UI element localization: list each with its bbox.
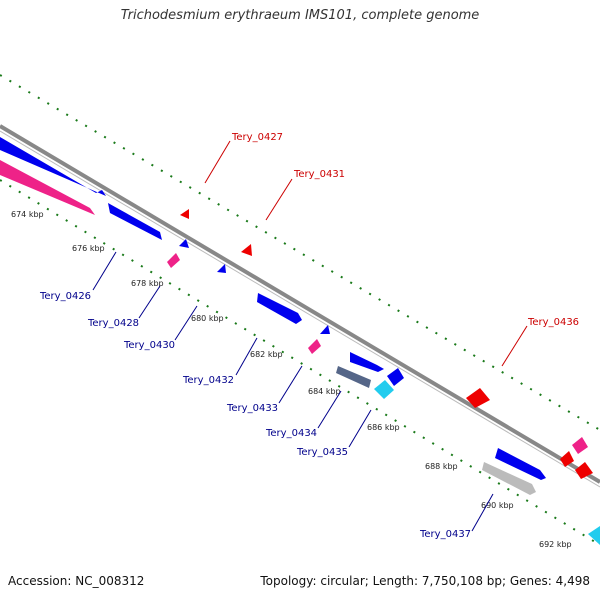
gene-slate-1 (336, 366, 371, 388)
gene-blue-4 (217, 264, 226, 273)
tick-label: 688 kbp (425, 462, 458, 471)
genome-backbone (0, 124, 600, 484)
gene-cyan-2 (588, 526, 600, 545)
reverse-labels: Tery_0426 Tery_0428 Tery_0430 Tery_0432 … (39, 251, 494, 540)
gene-label-reverse: Tery_0433 (226, 403, 278, 414)
gene-track (0, 137, 600, 545)
gene-blue-8 (387, 368, 404, 386)
accession-text: Accession: NC_008312 (8, 574, 145, 588)
gene-red-2 (560, 451, 574, 467)
gene-blue-1 (0, 137, 106, 196)
tick-label: 692 kbp (539, 540, 572, 549)
leader-line (138, 285, 161, 319)
gene-red-0431 (241, 244, 252, 256)
leader-line (204, 140, 231, 184)
genome-backbone-shadow (0, 130, 600, 488)
gene-red-0427 (180, 209, 189, 219)
gene-pink-1 (0, 160, 95, 215)
leader-line (92, 251, 117, 291)
genome-summary-text: Topology: circular; Length: 7,750,108 bp… (260, 574, 590, 588)
inner-dotted-ring (0, 179, 600, 546)
gene-label-forward: Tery_0427 (231, 132, 283, 143)
gene-cyan-1 (374, 380, 394, 399)
tick-label: 690 kbp (481, 501, 514, 510)
gene-label-reverse: Tery_0428 (87, 318, 139, 329)
gene-blue-7 (350, 352, 384, 372)
gene-label-reverse: Tery_0430 (123, 340, 175, 351)
tick-label: 678 kbp (131, 279, 164, 288)
gene-pink-4 (572, 437, 588, 454)
map-title: Trichodesmium erythraeum IMS101, complet… (120, 8, 480, 23)
tick-label: 686 kbp (367, 423, 400, 432)
leader-line (265, 178, 293, 221)
tick-label: 676 kbp (72, 244, 105, 253)
gene-label-reverse: Tery_0435 (296, 447, 348, 458)
gene-blue-3 (179, 239, 189, 248)
tick-labels: 674 kbp 676 kbp 678 kbp 680 kbp 682 kbp … (11, 210, 572, 549)
gene-pink-3 (308, 339, 321, 354)
gene-label-reverse: Tery_0434 (265, 428, 317, 439)
gene-label-reverse: Tery_0426 (39, 291, 91, 302)
gene-pink-2 (167, 253, 180, 268)
leader-line (278, 365, 303, 404)
gene-label-reverse: Tery_0437 (419, 529, 471, 540)
gene-label-forward: Tery_0431 (293, 169, 345, 180)
gene-blue-6 (320, 325, 330, 334)
leader-line (471, 493, 494, 532)
gene-red-0436 (466, 388, 490, 408)
leader-line (501, 325, 528, 367)
tick-label: 674 kbp (11, 210, 44, 219)
forward-labels: Tery_0427 Tery_0431 Tery_0436 (204, 132, 579, 367)
leader-line (348, 409, 372, 448)
gene-blue-5 (257, 293, 302, 324)
gene-blue-2 (108, 203, 162, 240)
leader-line (235, 337, 258, 376)
tick-label: 680 kbp (191, 314, 224, 323)
gene-label-forward: Tery_0436 (527, 317, 579, 328)
tick-label: 684 kbp (308, 387, 341, 396)
leader-line (317, 390, 342, 429)
gene-red-3 (575, 462, 593, 479)
tick-label: 682 kbp (250, 350, 283, 359)
gene-gray-1 (482, 462, 536, 495)
leader-line (174, 305, 198, 341)
gene-label-reverse: Tery_0432 (182, 375, 234, 386)
gene-blue-9 (495, 448, 546, 480)
